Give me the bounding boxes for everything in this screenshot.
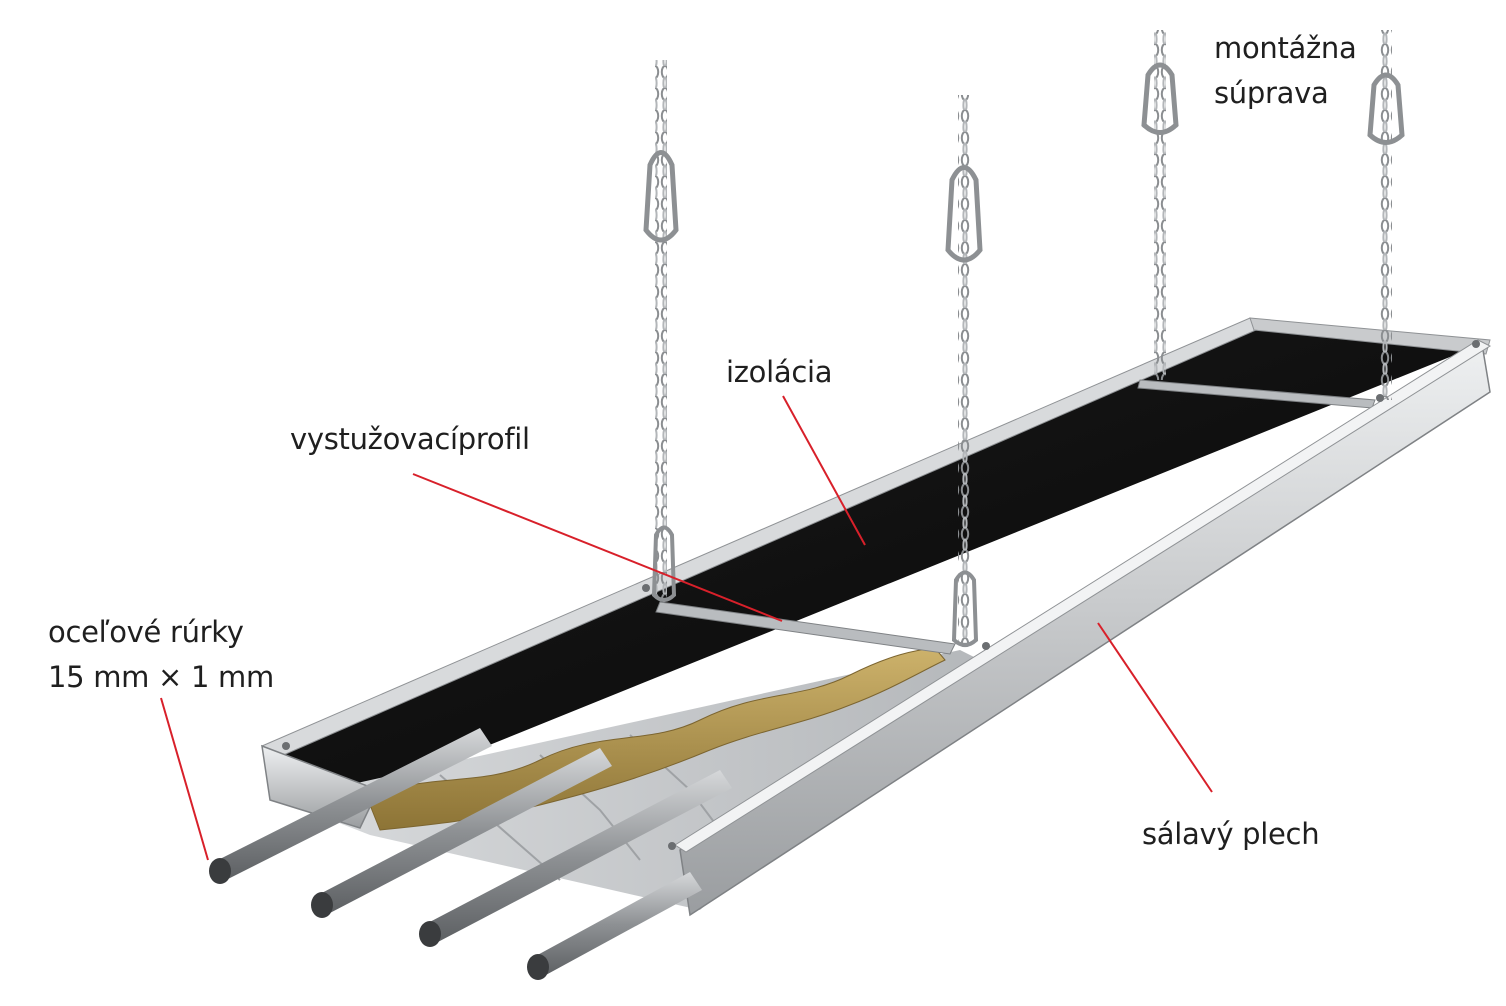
label-salavy-plech: sálavý plech bbox=[1142, 817, 1320, 851]
label-montazna-line1: montážna bbox=[1214, 31, 1357, 65]
leader-rurky bbox=[160, 697, 209, 861]
carabiner-icons bbox=[643, 62, 1405, 647]
label-rurky-line2: 15 mm × 1 mm bbox=[48, 660, 274, 694]
label-vystuzovaci-profil: vystužovacíprofil bbox=[290, 422, 530, 456]
label-montazna-line2: súprava bbox=[1214, 76, 1329, 110]
leader-vystuzovaci bbox=[412, 473, 783, 622]
screw-heads bbox=[282, 340, 1480, 850]
leader-lines bbox=[160, 395, 1213, 861]
leader-salavy bbox=[1097, 622, 1213, 793]
label-izolacia: izolácia bbox=[726, 355, 833, 389]
label-rurky-line1: oceľové rúrky bbox=[48, 615, 244, 649]
insulation-wool bbox=[367, 647, 946, 831]
frame-right-end bbox=[1249, 317, 1491, 355]
stiffening-profile bbox=[655, 601, 956, 655]
steel-pipes bbox=[209, 728, 732, 980]
leader-izolacia bbox=[782, 395, 866, 546]
frame-near-top-lip bbox=[674, 339, 1492, 853]
panel-black-surface bbox=[268, 322, 1482, 790]
suspension-chains bbox=[655, 30, 1392, 645]
